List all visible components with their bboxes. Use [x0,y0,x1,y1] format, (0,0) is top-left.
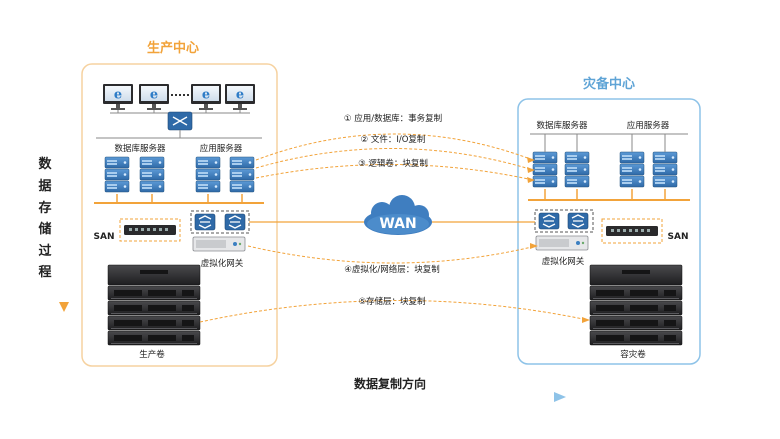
storage-process-label: 数 据 存 储 过 程 [37,156,52,280]
right-virt-gateway-icon [535,235,589,251]
right-app-server-2-icon [653,152,677,187]
client-monitor-3 [191,84,221,110]
replication-layer-5: ⑤存储层：块复制 [358,296,425,307]
production-center-frame [81,63,278,367]
replication-line-5 [199,300,589,323]
dr-center-title: 灾备中心 [583,76,635,92]
right-db-server-2-icon [565,152,589,187]
storage-process-char-6: 程 [38,265,51,280]
replication-arrowheads [527,157,590,323]
right-virt-gateway-label: 虚拟化网关 [542,256,585,267]
direction-arrow [208,392,566,402]
storage-process-char-4: 储 [37,221,51,237]
production-volume-icon [107,264,201,346]
client-monitor-1 [103,84,133,110]
direction-label: 数据复制方向 [354,376,426,391]
right-virt-switch-1-icon [538,212,560,230]
storage-process-arrow [59,150,69,312]
left-db-server-label: 数据库服务器 [114,143,166,154]
storage-process-char-1: 数 [38,156,52,172]
replication-lines [199,133,589,323]
left-san-label: SAN [94,232,115,242]
replication-layer-3: ③ 逻辑卷：块复制 [358,158,428,169]
right-san-switch-icon [606,226,658,236]
production-volume-label: 生产卷 [139,349,165,360]
right-virt-switch-2-icon [567,212,589,230]
left-db-server-1-icon [105,157,129,192]
right-db-server-1-icon [533,152,557,187]
right-db-server-label: 数据库服务器 [536,120,588,131]
right-app-server-label: 应用服务器 [627,120,670,131]
replication-layer-1: ① 应用/数据库：事务复制 [344,113,442,124]
left-san-box [119,218,181,242]
right-san-box [601,218,663,244]
lan-switch-icon [167,111,193,131]
dr-volume-icon [589,264,683,346]
left-db-server-2-icon [140,157,164,192]
replication-layer-2: ② 文件：I/O复制 [361,134,426,145]
replication-line-1 [255,133,534,161]
left-app-server-2-icon [230,157,254,192]
production-center: 生产中心 数据库服务器 应用服务器 SAN [81,40,278,367]
replication-line-4 [247,245,537,264]
left-app-server-1-icon [196,157,220,192]
right-san-label: SAN [668,232,689,242]
dr-center-frame [517,98,701,365]
storage-process-char-5: 过 [38,243,51,259]
left-virt-gateway-icon [192,236,246,252]
wan-cloud-icon [364,195,432,235]
storage-process-char-2: 据 [38,178,51,194]
client-monitor-2 [139,84,169,110]
left-virt-switch-2-icon [224,213,246,231]
replication-layer-4: ④虚拟化/网络层：块复制 [344,264,440,275]
right-app-server-1-icon [620,152,644,187]
left-app-server-label: 应用服务器 [200,143,243,154]
replication-line-3 [255,163,534,181]
disaster-recovery-center: 灾备中心 数据库服务器 应用服务器 虚拟化网关 SAN [517,76,701,365]
client-monitors [103,84,255,114]
dr-volume-label: 容灾卷 [620,349,646,360]
production-center-title: 生产中心 [147,40,199,56]
left-virt-switch-1-icon [194,213,216,231]
replication-line-2 [255,148,534,171]
wan-label: WAN [379,216,416,232]
client-monitor-4 [225,84,255,110]
storage-process-char-3: 存 [38,200,51,216]
left-san-switch-icon [124,225,176,235]
left-virt-gateway-label: 虚拟化网关 [201,258,244,269]
